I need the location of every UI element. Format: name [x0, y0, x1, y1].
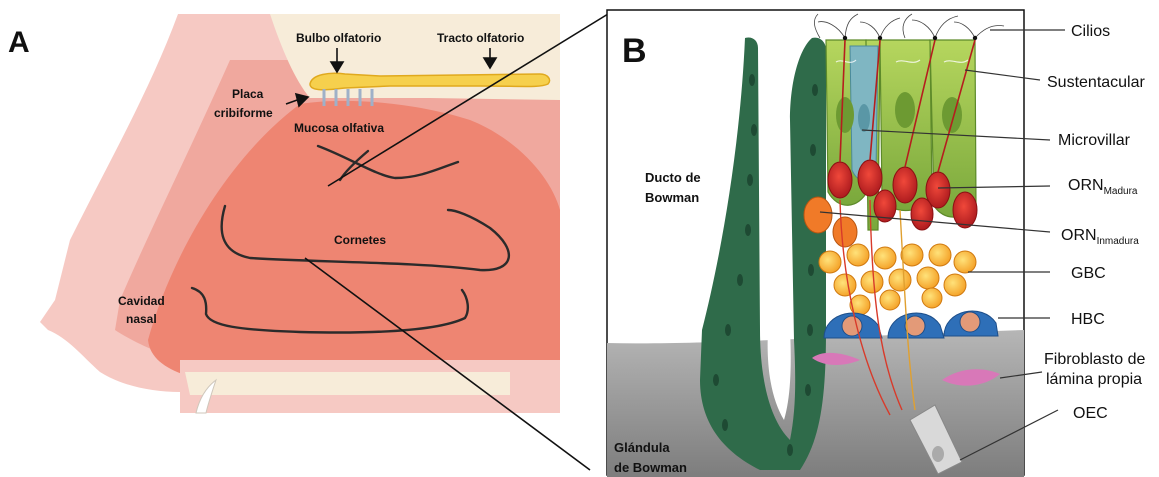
label-orn-inmadura: ORNInmadura [1061, 227, 1139, 247]
label-oec: OEC [1073, 405, 1108, 422]
label-cornetes: Cornetes [334, 233, 386, 247]
palate-inner [185, 372, 510, 395]
label-orn-madura: ORNMadura [1068, 177, 1138, 197]
label-fibroblasto-de: Fibroblasto de [1044, 351, 1145, 368]
panel-a-letter: A [8, 26, 30, 59]
hbc-cells [824, 311, 998, 338]
label-placa: Placa [232, 87, 264, 101]
panel-b-letter: B [622, 32, 647, 70]
label-microvillar: Microvillar [1058, 132, 1131, 149]
label-cavidad: Cavidad [118, 294, 165, 308]
label-de-bowman: de Bowman [614, 460, 687, 475]
label-bowman: Bowman [645, 190, 699, 205]
label-glandula: Glándula [614, 440, 670, 455]
label-mucosa-olfativa: Mucosa olfativa [294, 121, 384, 135]
label-tracto-olfatorio: Tracto olfatorio [437, 31, 524, 45]
label-ducto-de: Ducto de [645, 170, 701, 185]
panel-b: B Ducto de Bowman Glándula de Bowman [607, 10, 1024, 477]
right-labels: Cilios Sustentacular Microvillar ORNMadu… [1044, 23, 1146, 422]
panel-a: A [8, 14, 560, 413]
label-gbc: GBC [1071, 265, 1106, 282]
label-bulbo-olfatorio: Bulbo olfatorio [296, 31, 381, 45]
label-hbc: HBC [1071, 311, 1105, 328]
label-nasal: nasal [126, 312, 157, 326]
label-cribiforme: cribiforme [214, 106, 273, 120]
label-lamina-propia: lámina propia [1046, 371, 1142, 388]
label-cilios: Cilios [1071, 23, 1110, 40]
label-sustentacular: Sustentacular [1047, 74, 1146, 91]
